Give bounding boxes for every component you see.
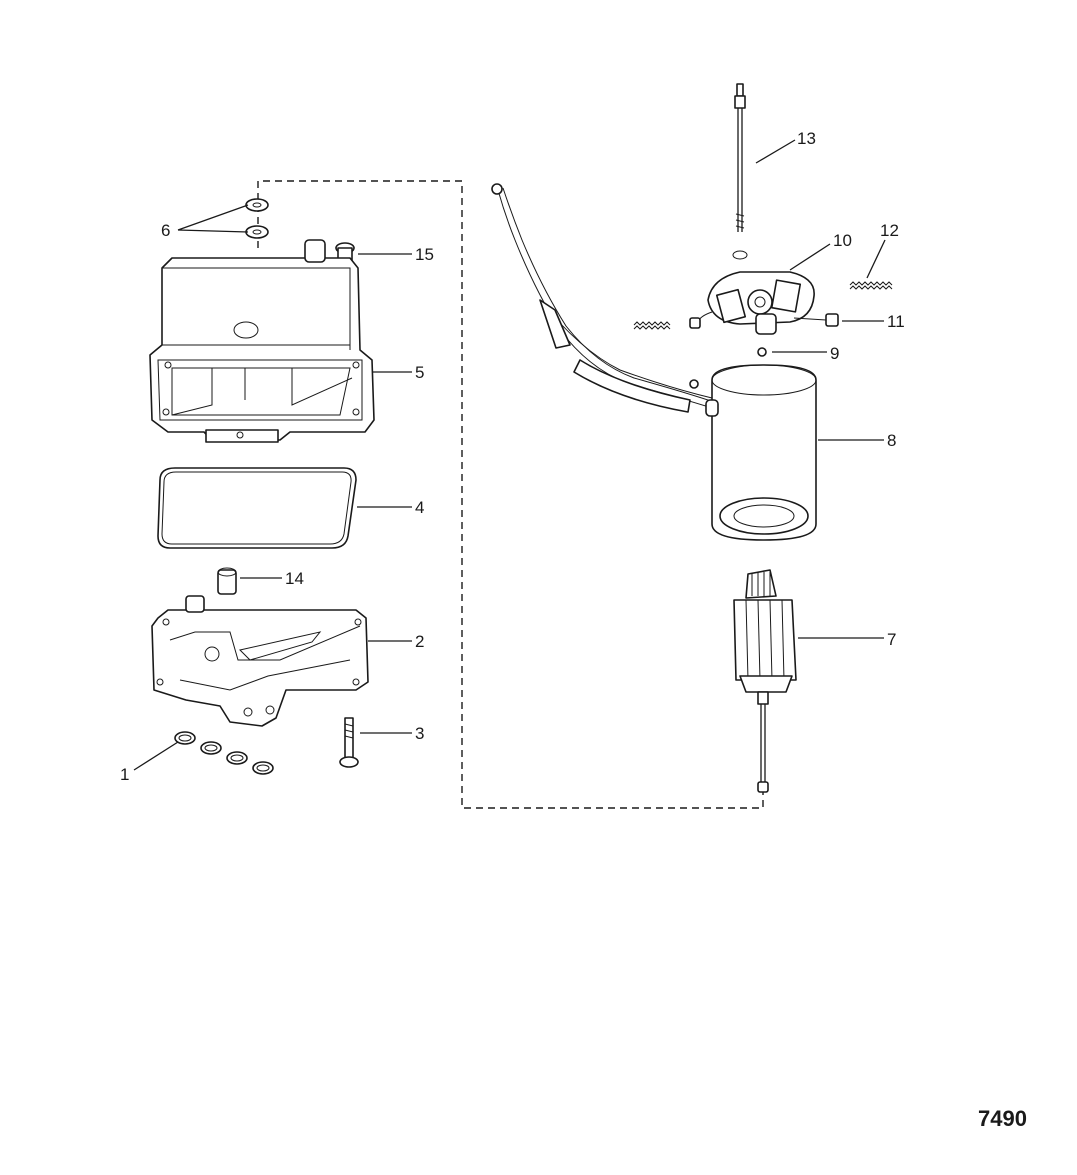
leader-lines (133, 139, 886, 771)
figure-number: 7490 (978, 1106, 1027, 1131)
part-2-base-plate (151, 595, 369, 727)
part-10-brush-plate (689, 250, 839, 335)
part-14-sleeve (217, 567, 237, 595)
callout-1: 1 (120, 765, 129, 784)
callout-8: 8 (887, 431, 896, 450)
part-9-ball (757, 347, 767, 357)
callout-13: 13 (797, 129, 816, 148)
part-8-motor-frame (491, 183, 817, 541)
callout-2: 2 (415, 632, 424, 651)
part-13-through-bolt (734, 83, 746, 232)
part-4-gasket (157, 467, 357, 549)
part-6-washers (245, 198, 269, 239)
callout-4: 4 (415, 498, 424, 517)
callout-11: 11 (887, 312, 905, 331)
assembly-outline (257, 180, 764, 809)
callout-6: 6 (161, 221, 170, 240)
callout-5: 5 (415, 363, 424, 382)
callout-3: 3 (415, 724, 424, 743)
part-5-housing (149, 239, 375, 443)
callout-10: 10 (833, 231, 852, 250)
part-1-o-rings (174, 731, 274, 775)
callout-labels: 6 15 5 4 14 2 3 1 13 10 12 11 9 8 7 (120, 129, 905, 784)
part-7-armature (733, 569, 797, 793)
callout-7: 7 (887, 630, 896, 649)
part-3-bolt (339, 717, 359, 768)
part-12-springs (633, 281, 893, 330)
callout-12: 12 (880, 221, 899, 240)
callout-9: 9 (830, 344, 839, 363)
callout-15: 15 (415, 245, 434, 264)
callout-14: 14 (285, 569, 304, 588)
